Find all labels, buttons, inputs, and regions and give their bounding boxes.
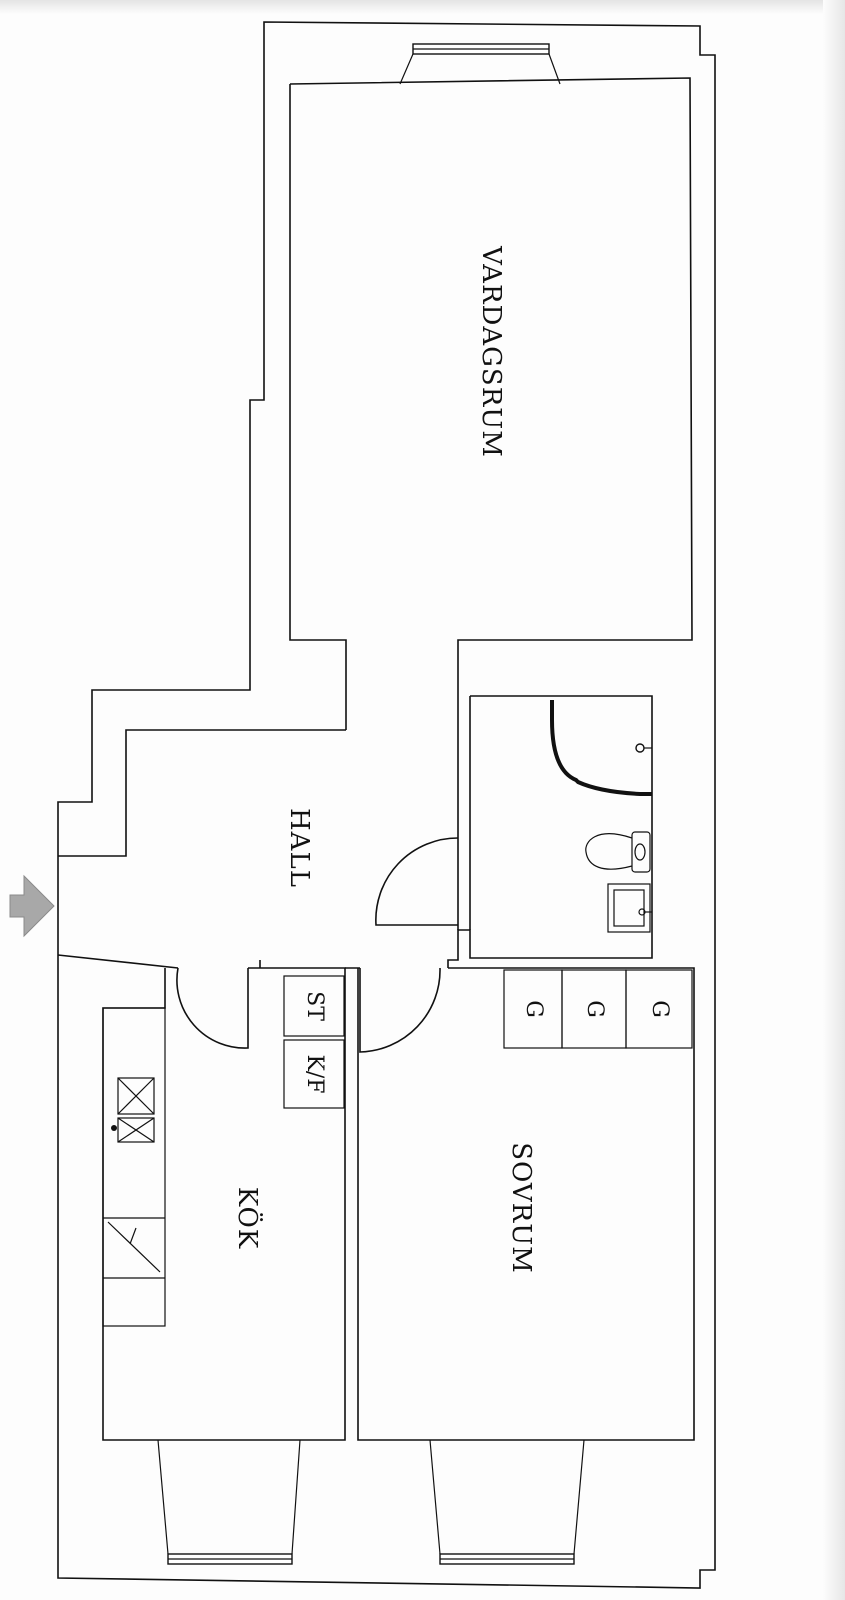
room-label-sovrum: SOVRUM: [506, 1142, 536, 1274]
sink-icon: [607, 883, 652, 933]
stove-label: ST: [302, 991, 327, 1021]
door-bedroom: [359, 967, 441, 1053]
inner-walls: [57, 77, 695, 1441]
living-room-wall: [289, 77, 693, 930]
wardrobe-3: G: [625, 969, 693, 1049]
wardrobe-3-label: G: [647, 1000, 672, 1018]
room-label-hall: HALL: [284, 808, 314, 888]
window-top: [399, 43, 561, 85]
scan-shadow-right: [823, 0, 845, 1600]
wardrobe-2-label: G: [582, 1000, 607, 1018]
kitchen-wall: [57, 954, 346, 1441]
fridge-freezer: K/F: [283, 1039, 345, 1109]
window-kitchen: [157, 1439, 301, 1565]
fridge-freezer-label: K/F: [302, 1054, 327, 1093]
wardrobe-1-label: G: [521, 1000, 546, 1018]
door-kitchen: [176, 967, 249, 1049]
door-bathroom: [375, 837, 459, 926]
kitchen-counter: [102, 1007, 166, 1327]
shower-icon: [550, 700, 652, 796]
kitchen-sink-icon: [111, 1117, 155, 1143]
room-label-vardagsrum: VARDAGSRUM: [476, 245, 506, 458]
toilet-icon: [585, 831, 651, 873]
room-label-kok: KÖK: [232, 1187, 264, 1249]
window-bedroom: [429, 1439, 585, 1565]
entrance-arrow-icon: [9, 874, 55, 938]
bathroom-wall: [447, 695, 653, 968]
dishwasher-icon: [107, 1221, 161, 1273]
outer-wall: [57, 21, 716, 1589]
wardrobe-2: G: [561, 969, 627, 1049]
wardrobe-1: G: [503, 969, 563, 1049]
hob-icon: [117, 1077, 155, 1115]
stove: ST: [283, 975, 345, 1037]
scan-shadow-top: [0, 0, 845, 14]
